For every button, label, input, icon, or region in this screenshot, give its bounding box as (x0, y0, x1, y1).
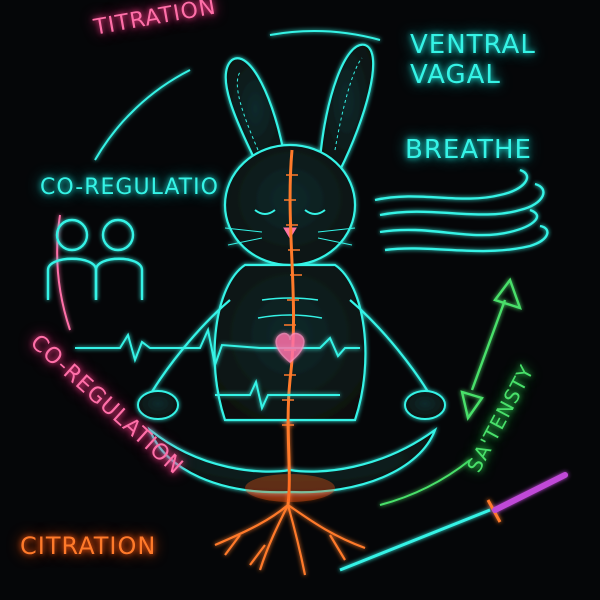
label-breathe: BREATHE (405, 135, 532, 165)
label-ventral-vagal-2: VAGAL (410, 60, 501, 90)
people-icon (46, 218, 144, 300)
wind-icon (374, 168, 549, 253)
orbit-arcs (56, 30, 471, 506)
label-coregulatio: CO-REGULATIO (40, 175, 219, 200)
heartbeat-wave (75, 326, 360, 412)
katana-icon (339, 472, 568, 572)
double-arrow-icon (460, 277, 522, 421)
label-ventral-vagal-1: VENTRAL (410, 30, 536, 60)
roots-icon (214, 504, 366, 576)
heart-icon (275, 332, 305, 363)
label-citration: CITRATION (20, 532, 157, 560)
bunny-figure (137, 43, 446, 506)
